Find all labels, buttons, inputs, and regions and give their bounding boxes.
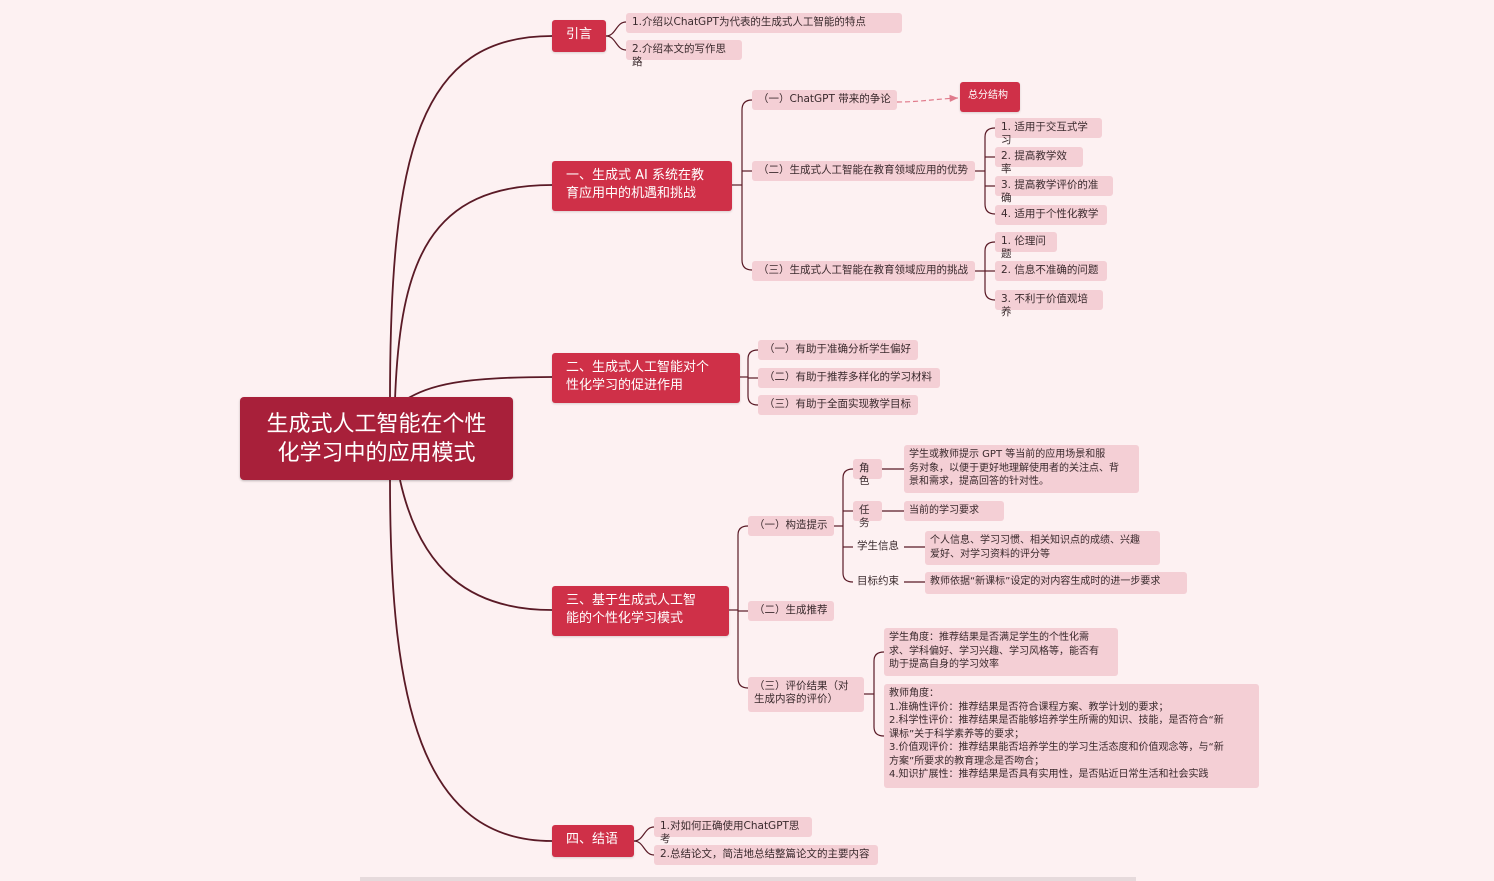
branch-s2[interactable]: 二、生成式人工智能对个 性化学习的促进作用 bbox=[552, 353, 740, 403]
s3-a-key-task[interactable]: 任务 bbox=[853, 501, 882, 529]
s3-topic-a[interactable]: （一）构造提示 bbox=[748, 516, 834, 536]
branch-s4[interactable]: 四、结语 bbox=[552, 825, 634, 857]
s2-item-3[interactable]: （三）有助于全面实现教学目标 bbox=[758, 395, 918, 415]
s1-c-item-1[interactable]: 1. 伦理问题 bbox=[995, 232, 1057, 260]
intro-item-1[interactable]: 1.介绍以ChatGPT为代表的生成式人工智能的特点 bbox=[626, 13, 902, 33]
s4-item-1[interactable]: 1.对如何正确使用ChatGPT思考 bbox=[654, 817, 812, 845]
link-root-intro bbox=[389, 35, 553, 401]
s1-topic-a[interactable]: （一）ChatGPT 带来的争论 bbox=[752, 90, 897, 110]
s3-a-val-task[interactable]: 当前的学习要求 bbox=[904, 501, 1004, 521]
s1-b-item-3[interactable]: 3. 提高教学评价的准确 bbox=[995, 176, 1113, 204]
dashed-arrow bbox=[896, 94, 959, 103]
s1-c-item-3[interactable]: 3. 不利于价值观培养 bbox=[995, 290, 1103, 318]
s3-a-key-goal[interactable]: 目标约束 bbox=[857, 575, 899, 587]
s3-topic-c[interactable]: （三）评价结果（对 生成内容的评价） bbox=[748, 677, 864, 712]
link-root-s3 bbox=[399, 479, 553, 611]
s1-topic-b[interactable]: （二）生成式人工智能在教育领域应用的优势 bbox=[752, 161, 975, 181]
branch-intro[interactable]: 引言 bbox=[552, 20, 606, 52]
link-root-s1 bbox=[394, 184, 553, 401]
branch-s3[interactable]: 三、基于生成式人工智 能的个性化学习模式 bbox=[552, 586, 729, 636]
s1-b-item-2[interactable]: 2. 提高教学效率 bbox=[995, 147, 1083, 175]
s4-item-2[interactable]: 2.总结论文，简洁地总结整篇论文的主要内容 bbox=[654, 845, 878, 865]
s1-c-item-2[interactable]: 2. 信息不准确的问题 bbox=[995, 261, 1107, 281]
s2-item-1[interactable]: （一）有助于准确分析学生偏好 bbox=[758, 340, 918, 360]
s1-topic-c[interactable]: （三）生成式人工智能在教育领域应用的挑战 bbox=[752, 261, 975, 281]
s1-b-item-1[interactable]: 1. 适用于交互式学习 bbox=[995, 118, 1102, 146]
intro-item-2[interactable]: 2.介绍本文的写作思路 bbox=[626, 40, 742, 68]
horizontal-scrollbar[interactable] bbox=[360, 877, 1136, 881]
s3-topic-b[interactable]: （二）生成推荐 bbox=[748, 601, 834, 621]
root-topic[interactable]: 生成式人工智能在个性 化学习中的应用模式 bbox=[240, 397, 513, 480]
s3-a-val-student-info[interactable]: 个人信息、学习习惯、相关知识点的成绩、兴趣 爱好、对学习资料的评分等 bbox=[925, 531, 1160, 565]
link-root-s2 bbox=[404, 376, 553, 401]
s1-b-item-4[interactable]: 4. 适用于个性化教学 bbox=[995, 205, 1107, 225]
s3-c-teacher-view[interactable]: 教师角度： 1.准确性评价：推荐结果是否符合课程方案、教学计划的要求； 2.科学… bbox=[884, 684, 1259, 788]
s3-a-val-goal[interactable]: 教师依据“新课标”设定的对内容生成时的进一步要求 bbox=[925, 572, 1187, 594]
s3-a-val-role[interactable]: 学生或教师提示 GPT 等当前的应用场景和服 务对象，以便于更好地理解使用者的关… bbox=[904, 445, 1139, 493]
s3-a-key-student-info[interactable]: 学生信息 bbox=[857, 540, 899, 552]
s3-a-key-role[interactable]: 角色 bbox=[853, 459, 882, 487]
branch-s1[interactable]: 一、生成式 AI 系统在教 育应用中的机遇和挑战 bbox=[552, 161, 732, 211]
s2-item-2[interactable]: （二）有助于推荐多样化的学习材料 bbox=[758, 368, 940, 388]
s3-c-student-view[interactable]: 学生角度：推荐结果是否满足学生的个性化需 求、学科偏好、学习兴趣、学习风格等，能… bbox=[884, 628, 1118, 676]
link-root-s4 bbox=[389, 479, 553, 842]
s1-structure-tag[interactable]: 总分结构 bbox=[960, 82, 1020, 112]
